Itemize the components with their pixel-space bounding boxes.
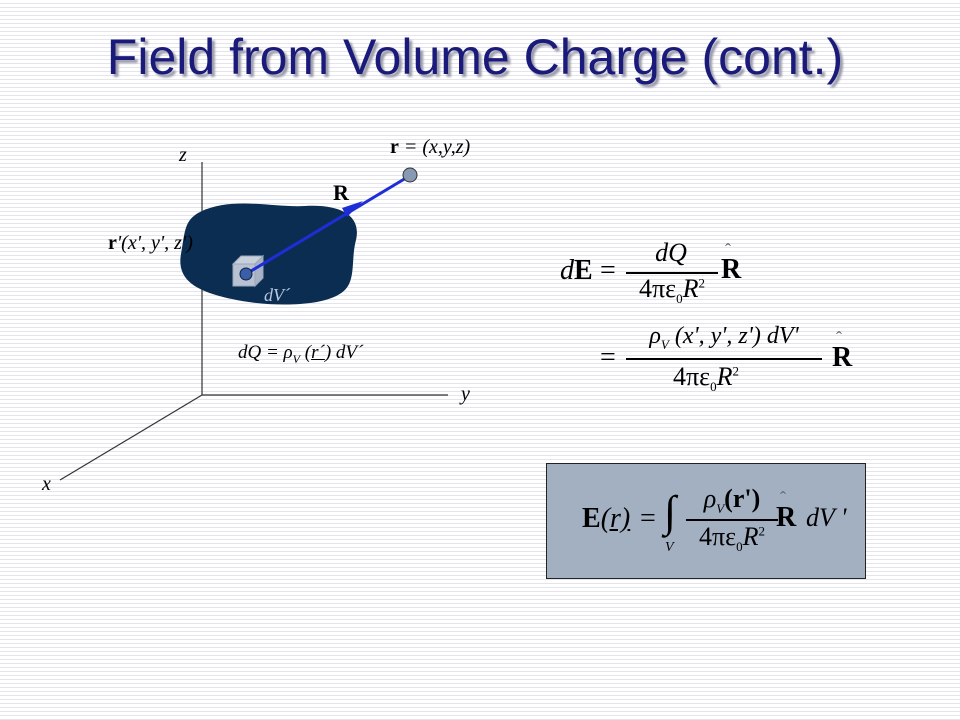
dE-numerator: dQ <box>655 238 687 267</box>
dE-denominator: 4πε0R2 <box>639 274 705 307</box>
dE-unit-R-2: R <box>832 342 853 373</box>
dE-equals-2: = <box>600 342 616 373</box>
dE-unit-hat-2: ˆ <box>836 328 842 348</box>
vector-R-arrowhead <box>342 201 363 217</box>
integral-sign: ∫ <box>664 487 677 536</box>
dE-lhs: dE <box>560 255 593 286</box>
charge-region <box>180 203 357 305</box>
axis-y-label: y <box>461 383 470 405</box>
dE-unit-R: R <box>721 254 742 285</box>
result-equation-box <box>546 463 866 579</box>
dE-fraction-line <box>626 272 718 274</box>
dE-unit-hat: ˆ <box>725 240 731 260</box>
integral-subscript: V <box>665 540 674 555</box>
result-dV: dV ' <box>806 503 847 532</box>
dE-denominator-2: 4πε0R2 <box>673 362 739 395</box>
vector-R-label: R <box>333 180 349 205</box>
volume-element-label: dV´ <box>264 285 290 305</box>
result-equals: = <box>640 503 656 534</box>
result-unit-R: R <box>776 502 797 533</box>
field-point-label: r = (x,y,z) <box>390 136 471 158</box>
field-point <box>402 167 418 183</box>
result-fraction-line <box>686 519 778 521</box>
dq-equation: dQ = ρV (r´) dV´ <box>238 342 364 366</box>
source-point-label: r'(x', y', z') <box>108 232 193 254</box>
slide-title: Field from Volume Charge (cont.) <box>106 29 844 85</box>
axis-x-label: x <box>42 473 51 495</box>
dE-equals: = <box>600 255 616 286</box>
result-denominator: 4πε0R2 <box>699 522 765 555</box>
axis-z-label: z <box>179 144 187 166</box>
source-point <box>239 267 253 281</box>
result-unit-hat: ˆ <box>780 488 786 508</box>
vector-R-line <box>245 176 407 276</box>
result-numerator: ρV(r') <box>703 484 761 517</box>
result-lhs: E(r) <box>582 503 631 534</box>
x-axis <box>59 394 203 481</box>
dE-fraction-line-2 <box>626 358 822 360</box>
dE-numerator-2: ρV (x', y', z') dV' <box>649 323 799 352</box>
